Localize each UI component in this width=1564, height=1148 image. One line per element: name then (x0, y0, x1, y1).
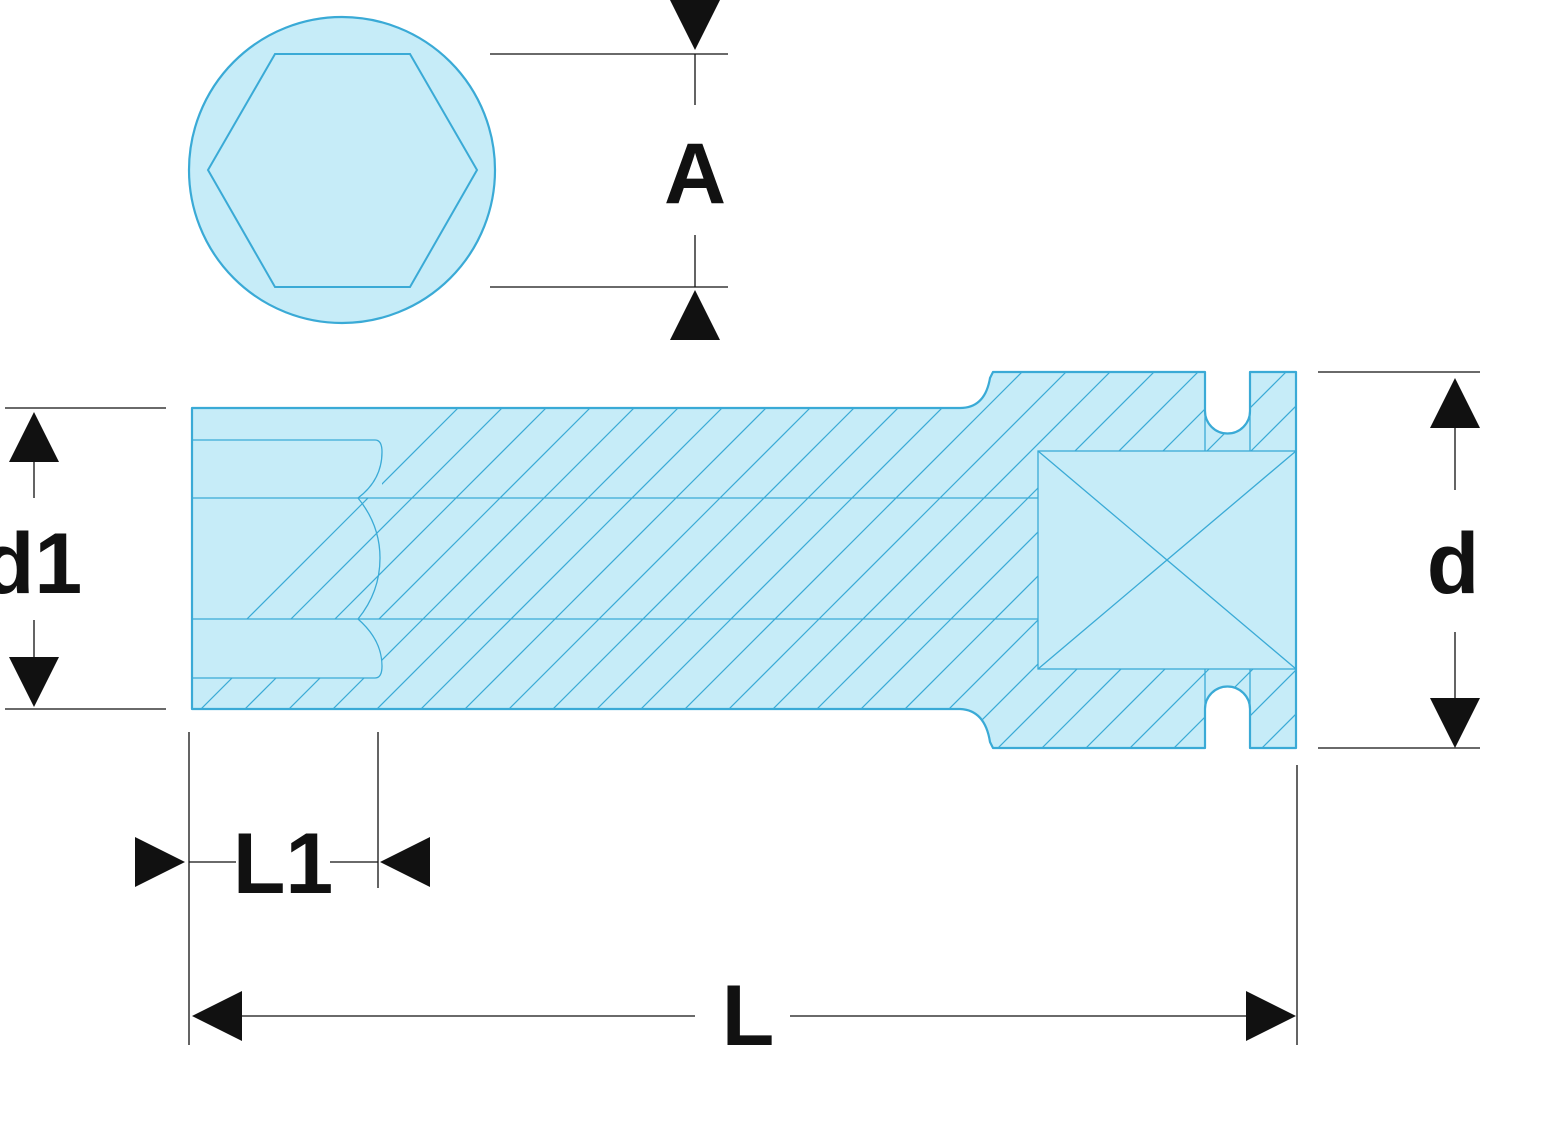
hex-bore (192, 439, 383, 499)
socket-body (192, 372, 1296, 748)
arrow-down-icon (670, 0, 720, 50)
arrow-down-icon (9, 657, 59, 707)
label-l1: L1 (233, 816, 333, 912)
arrow-up-icon (1430, 378, 1480, 428)
arrow-right-icon (135, 837, 185, 887)
section-view (190, 370, 1298, 750)
label-d: d (1427, 516, 1480, 612)
square-drive (1037, 450, 1297, 670)
label-l: L (722, 968, 775, 1064)
dimension-d: d (1318, 371, 1480, 749)
arrow-up-icon (9, 412, 59, 462)
end-view (187, 15, 497, 325)
arrow-left-icon (380, 837, 430, 887)
dimension-d1: d1 (0, 407, 166, 710)
hexagon-icon (206, 53, 479, 288)
label-d1: d1 (0, 516, 82, 612)
arrow-right-icon (1246, 991, 1296, 1041)
dimension-l: L (192, 765, 1298, 1064)
dimension-a: A (490, 0, 728, 340)
arrow-up-icon (670, 290, 720, 340)
arrow-left-icon (192, 991, 242, 1041)
label-a: A (664, 126, 726, 222)
end-view-circle (189, 17, 495, 323)
dimension-l1: L1 (135, 732, 430, 1045)
arrow-down-icon (1430, 698, 1480, 748)
